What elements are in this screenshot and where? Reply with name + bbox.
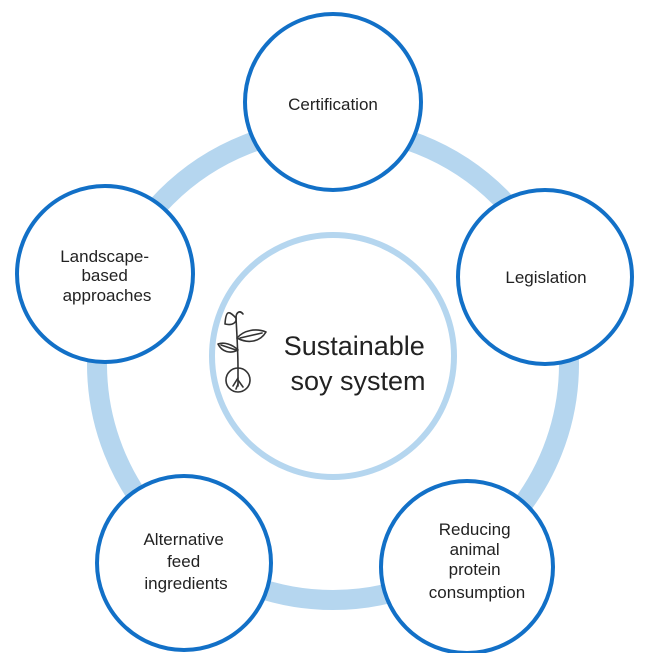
node-alternative-feed-circle: [95, 474, 273, 652]
node-certification: Certification: [243, 12, 423, 192]
center-title-line-1: Sustainable: [284, 331, 425, 361]
sprouting-plant-icon: [217, 311, 267, 393]
node-legislation: Legislation: [456, 188, 634, 366]
node-alternative-feed: Alternative feed ingredients: [95, 474, 273, 652]
node-legislation-label: Legislation: [505, 268, 586, 287]
node-legislation-circle: [456, 188, 634, 366]
node-reducing-animal-protein-label: Reducing animal protein consumption: [429, 520, 525, 602]
node-certification-circle: [243, 12, 423, 192]
center-title: Sustainable soy system: [284, 331, 433, 396]
node-landscape-based: Landscape- based approaches: [15, 184, 195, 364]
node-reducing-animal-protein: Reducing animal protein consumption: [379, 479, 555, 653]
center-hub: Sustainable soy system: [209, 232, 457, 480]
node-reducing-animal-protein-circle: [379, 479, 555, 653]
node-landscape-based-label: Landscape- based approaches: [60, 247, 154, 305]
center-circle: [209, 232, 457, 480]
node-certification-label: Certification: [288, 95, 378, 114]
node-landscape-based-circle: [15, 184, 195, 364]
node-alternative-feed-label: Alternative feed ingredients: [143, 530, 228, 593]
center-title-line-2: soy system: [290, 366, 425, 396]
